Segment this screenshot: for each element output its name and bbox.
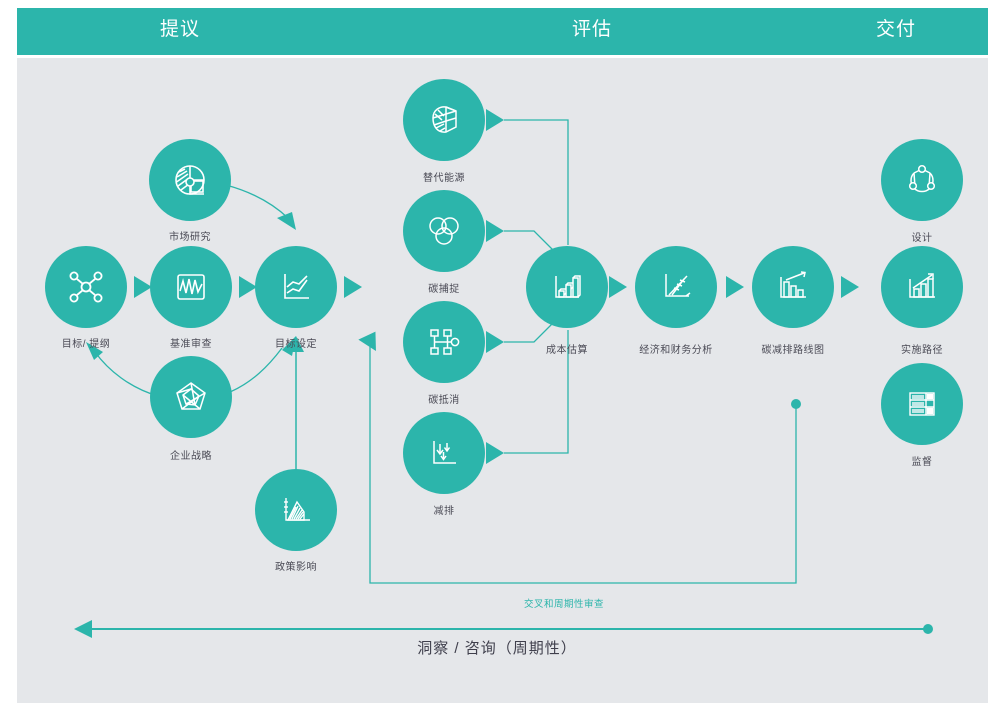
node-label-implementation-path: 实施路径 xyxy=(901,345,943,356)
node-label-baseline-review: 基准审查 xyxy=(170,339,212,350)
circle-nodes-icon xyxy=(902,160,942,200)
node-corporate-strategy[interactable] xyxy=(150,356,232,438)
flow-nodes-icon xyxy=(424,322,464,362)
node-design[interactable] xyxy=(881,139,963,221)
node-label-cost-estimate: 成本估算 xyxy=(546,345,588,356)
area-mountain-icon xyxy=(276,490,316,530)
annotation-review-loop: 交叉和周期性审查 xyxy=(523,599,605,610)
node-label-supervision: 监督 xyxy=(911,457,933,468)
node-objectives[interactable] xyxy=(45,246,127,328)
node-carbon-capture[interactable] xyxy=(403,190,485,272)
phase-label-delivery: 交付 xyxy=(876,19,917,40)
dashboard-report-icon xyxy=(902,384,942,424)
node-label-emission-reduction: 减排 xyxy=(433,506,455,517)
node-carbon-offset[interactable] xyxy=(403,301,485,383)
node-label-target-setting: 目标设定 xyxy=(275,339,317,350)
arrows-down-chart-icon xyxy=(424,433,464,473)
crystal-energy-icon xyxy=(424,100,464,140)
node-emission-reduction[interactable] xyxy=(403,412,485,494)
bar-chart-3d-icon xyxy=(547,267,587,307)
radar-pentagon-icon xyxy=(171,377,211,417)
node-label-decarb-roadmap: 碳减排路线图 xyxy=(761,345,825,356)
node-alt-energy[interactable] xyxy=(403,79,485,161)
annotation-bottom-axis: 洞察 / 咨询（周期性） xyxy=(417,640,577,657)
node-target-setting[interactable] xyxy=(255,246,337,328)
node-label-market-research: 市场研究 xyxy=(169,232,211,243)
node-supervision[interactable] xyxy=(881,363,963,445)
venn-circles-icon xyxy=(424,211,464,251)
node-market-research[interactable] xyxy=(149,139,231,221)
phase-header-bar xyxy=(17,8,988,55)
node-label-carbon-capture: 碳捕捉 xyxy=(428,284,460,295)
declining-bars-icon xyxy=(773,267,813,307)
waveform-box-icon xyxy=(171,267,211,307)
phase-label-proposal: 提议 xyxy=(160,19,201,40)
node-label-carbon-offset: 碳抵消 xyxy=(428,395,460,406)
node-label-design: 设计 xyxy=(911,233,933,244)
growth-bars-icon xyxy=(902,267,942,307)
network-nodes-icon xyxy=(66,267,106,307)
node-label-policy-impact: 政策影响 xyxy=(275,562,317,573)
node-econ-finance[interactable] xyxy=(635,246,717,328)
line-chart-icon xyxy=(276,267,316,307)
node-baseline-review[interactable] xyxy=(150,246,232,328)
node-policy-impact[interactable] xyxy=(255,469,337,551)
node-decarb-roadmap[interactable] xyxy=(752,246,834,328)
phase-label-assessment: 评估 xyxy=(572,19,613,40)
scatter-trend-icon xyxy=(656,267,696,307)
node-label-corporate-strategy: 企业战略 xyxy=(170,451,212,462)
node-label-objectives: 目标/ 提纲 xyxy=(61,339,111,350)
node-label-alt-energy: 替代能源 xyxy=(423,173,465,184)
node-cost-estimate[interactable] xyxy=(526,246,608,328)
node-label-econ-finance: 经济和财务分析 xyxy=(639,345,713,356)
pie-chart-icon xyxy=(170,160,210,200)
node-implementation-path[interactable] xyxy=(881,246,963,328)
